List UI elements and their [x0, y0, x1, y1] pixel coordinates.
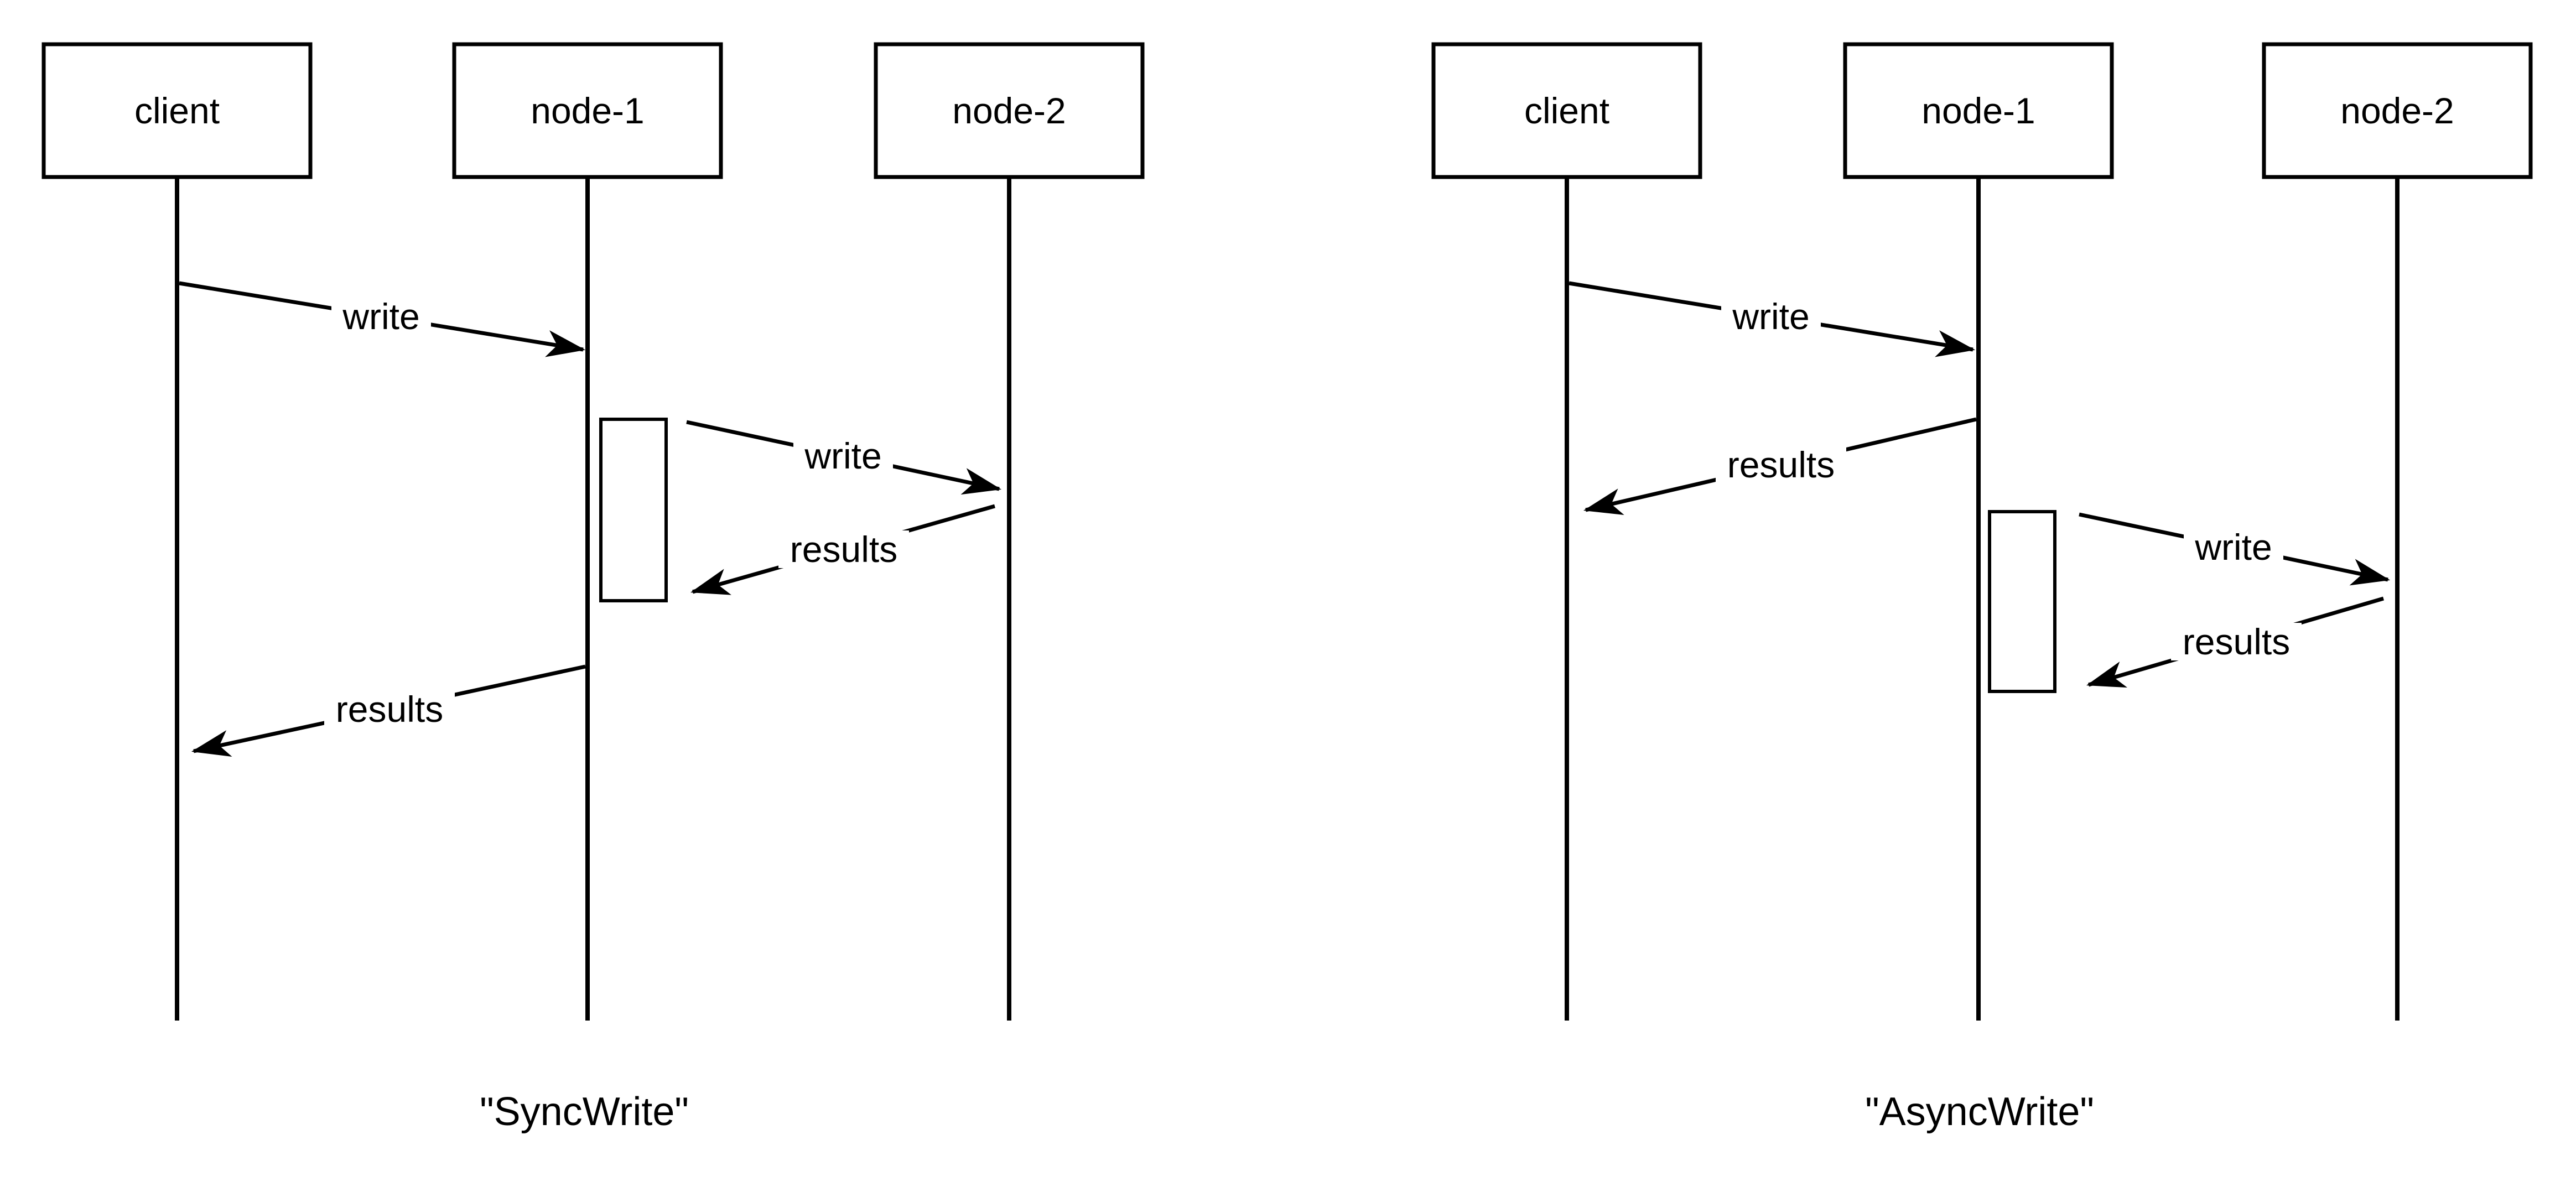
message-label-results-1: results: [790, 529, 897, 570]
message-label-results-1: results: [1727, 444, 1835, 485]
lifeline-label-node-2: node-2: [952, 90, 1066, 131]
message-label-bg: [1721, 298, 1821, 335]
message-label-write-1: write: [342, 296, 419, 337]
lifeline-head-node-2: [2262, 42, 2533, 179]
diagram-caption-syncwrite: "SyncWrite": [480, 1090, 689, 1134]
lifeline-label-node-1: node-1: [1921, 90, 2035, 131]
lifeline-head-client: [1431, 42, 1702, 179]
lifeline-label-node-1: node-1: [531, 90, 645, 131]
diagram-caption-asyncwrite: "AsyncWrite": [1865, 1090, 2094, 1134]
message-label-bg: [324, 690, 455, 728]
lifeline-head-node-1: [452, 42, 723, 179]
message-label-bg: [331, 298, 431, 335]
lifeline-label-client: client: [134, 90, 220, 131]
message-label-bg: [2171, 623, 2302, 660]
lifeline-label-client: client: [1524, 90, 1609, 131]
lifeline-label-node-2: node-2: [2340, 90, 2454, 131]
message-label-write-1: write: [1732, 296, 1809, 337]
diagram-asyncwrite: client node-1 node-2 write results write…: [1431, 42, 2533, 1134]
lifeline-head-node-2: [874, 42, 1145, 179]
message-label-bg: [2184, 528, 2283, 566]
message-label-results-2: results: [336, 689, 443, 730]
message-label-results-2: results: [2183, 621, 2290, 662]
lifeline-head-node-1: [1843, 42, 2114, 179]
activation-bar-node-1: [1988, 510, 2056, 693]
activation-bar-node-1: [599, 418, 668, 602]
message-label-bg: [793, 437, 893, 475]
lifeline-head-client: [41, 42, 313, 179]
diagram-syncwrite: client node-1 node-2 write write results…: [41, 42, 1145, 1134]
message-label-write-2: write: [804, 435, 881, 476]
message-label-bg: [778, 530, 909, 568]
message-label-bg: [1716, 446, 1846, 483]
message-label-write-2: write: [2194, 527, 2272, 568]
